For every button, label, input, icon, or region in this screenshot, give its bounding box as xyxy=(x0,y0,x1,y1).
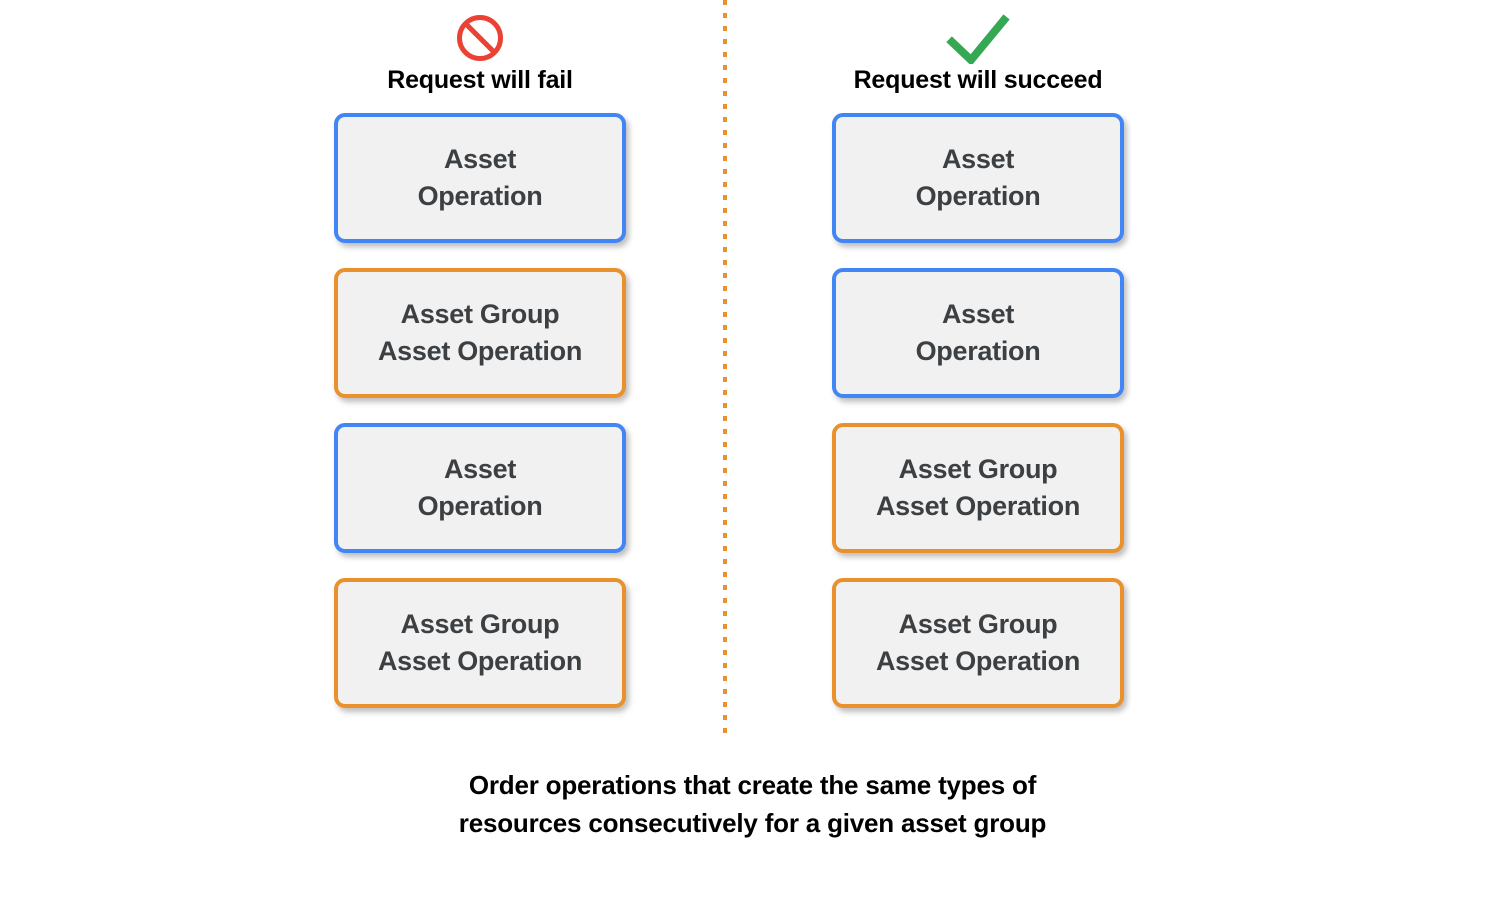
card-label: Asset Operation xyxy=(915,299,1041,366)
prohibition-icon xyxy=(330,12,630,64)
column-divider xyxy=(723,0,727,737)
column-header-label-succeed: Request will succeed xyxy=(853,66,1103,94)
card-asset-operation[interactable]: Asset Operation xyxy=(832,113,1124,243)
card-asset-group-asset-operation[interactable]: Asset Group Asset Operation xyxy=(334,268,626,398)
checkmark-icon xyxy=(828,12,1128,64)
diagram-caption: Order operations that create the same ty… xyxy=(0,766,1505,842)
card-asset-operation[interactable]: Asset Operation xyxy=(832,268,1124,398)
card-label: Asset Operation xyxy=(417,454,543,521)
card-label: Asset Group Asset Operation xyxy=(377,299,583,366)
card-label: Asset Group Asset Operation xyxy=(875,609,1081,676)
card-stack-fail: Asset Operation Asset Group Asset Operat… xyxy=(334,113,626,733)
card-asset-operation[interactable]: Asset Operation xyxy=(334,423,626,553)
card-label: Asset Group Asset Operation xyxy=(377,609,583,676)
column-header-fail: Request will fail xyxy=(330,12,630,95)
card-asset-group-asset-operation[interactable]: Asset Group Asset Operation xyxy=(334,578,626,708)
column-header-label-fail: Request will fail xyxy=(387,66,573,94)
card-asset-group-asset-operation[interactable]: Asset Group Asset Operation xyxy=(832,423,1124,553)
card-label: Asset Operation xyxy=(915,144,1041,211)
card-asset-operation[interactable]: Asset Operation xyxy=(334,113,626,243)
card-stack-succeed: Asset Operation Asset Operation Asset Gr… xyxy=(832,113,1124,733)
caption-line-1: Order operations that create the same ty… xyxy=(468,770,1037,800)
card-label: Asset Group Asset Operation xyxy=(875,454,1081,521)
caption-line-2: resources consecutively for a given asse… xyxy=(458,808,1047,838)
column-header-succeed: Request will succeed xyxy=(828,12,1128,95)
card-asset-group-asset-operation[interactable]: Asset Group Asset Operation xyxy=(832,578,1124,708)
card-label: Asset Operation xyxy=(417,144,543,211)
